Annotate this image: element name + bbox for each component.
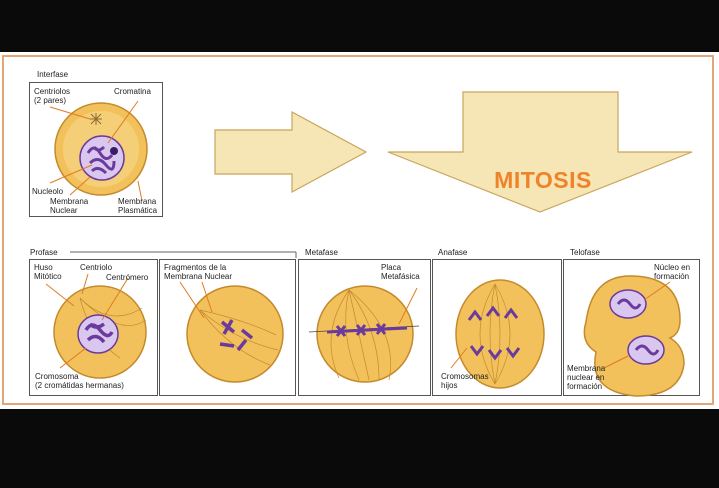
slide: MITOSIS Interfase Centriolos (2 pares) C… bbox=[0, 52, 719, 409]
label-membrana-plasmatica: Membrana Plasmática bbox=[118, 197, 158, 215]
right-arrow bbox=[214, 110, 368, 194]
label-nucleolo: Nucleolo bbox=[32, 187, 64, 196]
label-centromero: Centrómero bbox=[106, 273, 149, 282]
label-cromatina: Cromatina bbox=[114, 87, 151, 96]
slide-frame bbox=[2, 55, 714, 405]
label-membrana-formacion: Membrana nuclear en formación bbox=[567, 364, 606, 391]
panel-profase: Huso Mitótico Centriolo Centrómero Cromo… bbox=[29, 259, 158, 396]
label-membrana-nuclear: Membrana Nuclear bbox=[50, 197, 89, 215]
nucleus-profase bbox=[77, 314, 119, 354]
metaphase-plate bbox=[326, 323, 408, 337]
panel-profase-late: Fragmentos de la Membrana Nuclear bbox=[159, 259, 296, 396]
stage-label-profase: Profase bbox=[30, 248, 58, 257]
stage-label-anafase: Anafase bbox=[438, 248, 468, 257]
nucleus-forming-bottom bbox=[627, 335, 665, 365]
stage-label-interfase: Interfase bbox=[37, 70, 69, 79]
panel-interfase: Centriolos (2 pares) Cromatina Nucleolo … bbox=[29, 82, 163, 217]
down-arrow bbox=[387, 91, 693, 213]
label-cromosomas-hijos: Cromosomas hijos bbox=[441, 372, 489, 390]
daughter-chromosomes bbox=[467, 305, 521, 361]
panel-anafase: Cromosomas hijos bbox=[432, 259, 562, 396]
stage-label-telofase: Telofase bbox=[570, 248, 600, 257]
label-fragmentos: Fragmentos de la Membrana Nuclear bbox=[164, 263, 233, 281]
nucleus-interfase bbox=[79, 135, 125, 181]
nucleolo-dot bbox=[110, 147, 118, 155]
centriolos-icon bbox=[90, 113, 102, 125]
panel-metafase: Placa Metafásica bbox=[298, 259, 431, 396]
stage-label-metafase: Metafase bbox=[305, 248, 338, 257]
label-centriolo: Centriolo bbox=[80, 263, 113, 272]
label-cromosoma: Cromosoma (2 cromátidas hermanas) bbox=[35, 372, 124, 390]
label-placa: Placa Metafásica bbox=[381, 263, 420, 281]
mitosis-title: MITOSIS bbox=[494, 167, 592, 193]
arrows-layer bbox=[70, 91, 693, 258]
label-huso-mitotico: Huso Mitótico bbox=[34, 263, 62, 281]
nucleus-forming-top bbox=[609, 289, 647, 319]
label-nucleo-formacion: Núcleo en formación bbox=[654, 263, 691, 281]
chromosomes-profase bbox=[219, 319, 254, 352]
label-centriolos: Centriolos (2 pares) bbox=[34, 87, 71, 105]
panel-telofase: Núcleo en formación Membrana nuclear en … bbox=[563, 259, 700, 397]
cell-telofase bbox=[583, 275, 685, 397]
